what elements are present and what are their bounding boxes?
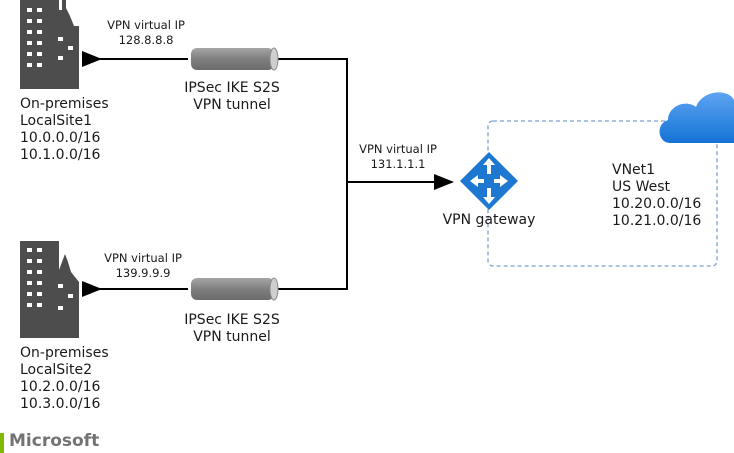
building-icon-site1 (20, 0, 79, 89)
site2-description: On-premises LocalSite2 10.2.0.0/16 10.3.… (20, 345, 109, 413)
site2-vip-label: VPN virtual IP (104, 251, 182, 265)
vnet-line-name: VNet1 (612, 162, 656, 178)
vnet-line-region: US West (612, 179, 671, 195)
vnet-boundary (487, 120, 718, 267)
tunnel2-label: IPSec IKE S2S VPN tunnel (172, 312, 292, 346)
microsoft-brand-text: Microsoft (9, 431, 100, 451)
tunnel1-label-line2: VPN tunnel (193, 97, 271, 113)
vnet-line-prefix2: 10.21.0.0/16 (612, 213, 702, 229)
vnet-description: VNet1 US West 10.20.0.0/16 10.21.0.0/16 (612, 162, 701, 230)
microsoft-logo-icon (0, 433, 4, 453)
site2-line-prefix1: 10.2.0.0/16 (20, 379, 101, 395)
site2-vip-block: VPN virtual IP 139.9.9.9 (93, 251, 193, 281)
gateway-vip-value: 131.1.1.1 (370, 157, 426, 171)
site2-vip-value: 139.9.9.9 (115, 266, 171, 280)
tunnel-icon-2 (191, 277, 279, 301)
tunnel2-label-line2: VPN tunnel (193, 329, 271, 345)
site1-vip-block: VPN virtual IP 128.8.8.8 (96, 18, 196, 48)
site1-line-prefix2: 10.1.0.0/16 (20, 147, 101, 163)
site1-line-type: On-premises (20, 96, 109, 112)
vpn-gateway-icon (460, 152, 518, 210)
site1-vip-value: 128.8.8.8 (118, 33, 174, 47)
tunnel2-label-line1: IPSec IKE S2S (184, 312, 280, 328)
site2-line-name: LocalSite2 (20, 362, 93, 378)
gateway-vip-block: VPN virtual IP 131.1.1.1 (348, 142, 448, 172)
connector-site1-right (276, 58, 348, 182)
building-icon-site2 (20, 241, 79, 338)
site2-line-type: On-premises (20, 345, 109, 361)
site1-line-prefix1: 10.0.0.0/16 (20, 130, 101, 146)
site1-line-name: LocalSite1 (20, 113, 93, 129)
vnet-line-prefix1: 10.20.0.0/16 (612, 196, 702, 212)
site2-line-prefix2: 10.3.0.0/16 (20, 396, 101, 412)
gateway-vip-label: VPN virtual IP (359, 142, 437, 156)
tunnel-icon-1 (191, 47, 279, 71)
site1-vip-label: VPN virtual IP (107, 18, 185, 32)
gateway-label: VPN gateway (442, 212, 536, 228)
site1-description: On-premises LocalSite1 10.0.0.0/16 10.1.… (20, 96, 109, 164)
cloud-icon (659, 92, 734, 143)
tunnel1-label: IPSec IKE S2S VPN tunnel (172, 80, 292, 114)
connector-site2-right (276, 182, 348, 290)
tunnel1-label-line1: IPSec IKE S2S (184, 80, 280, 96)
